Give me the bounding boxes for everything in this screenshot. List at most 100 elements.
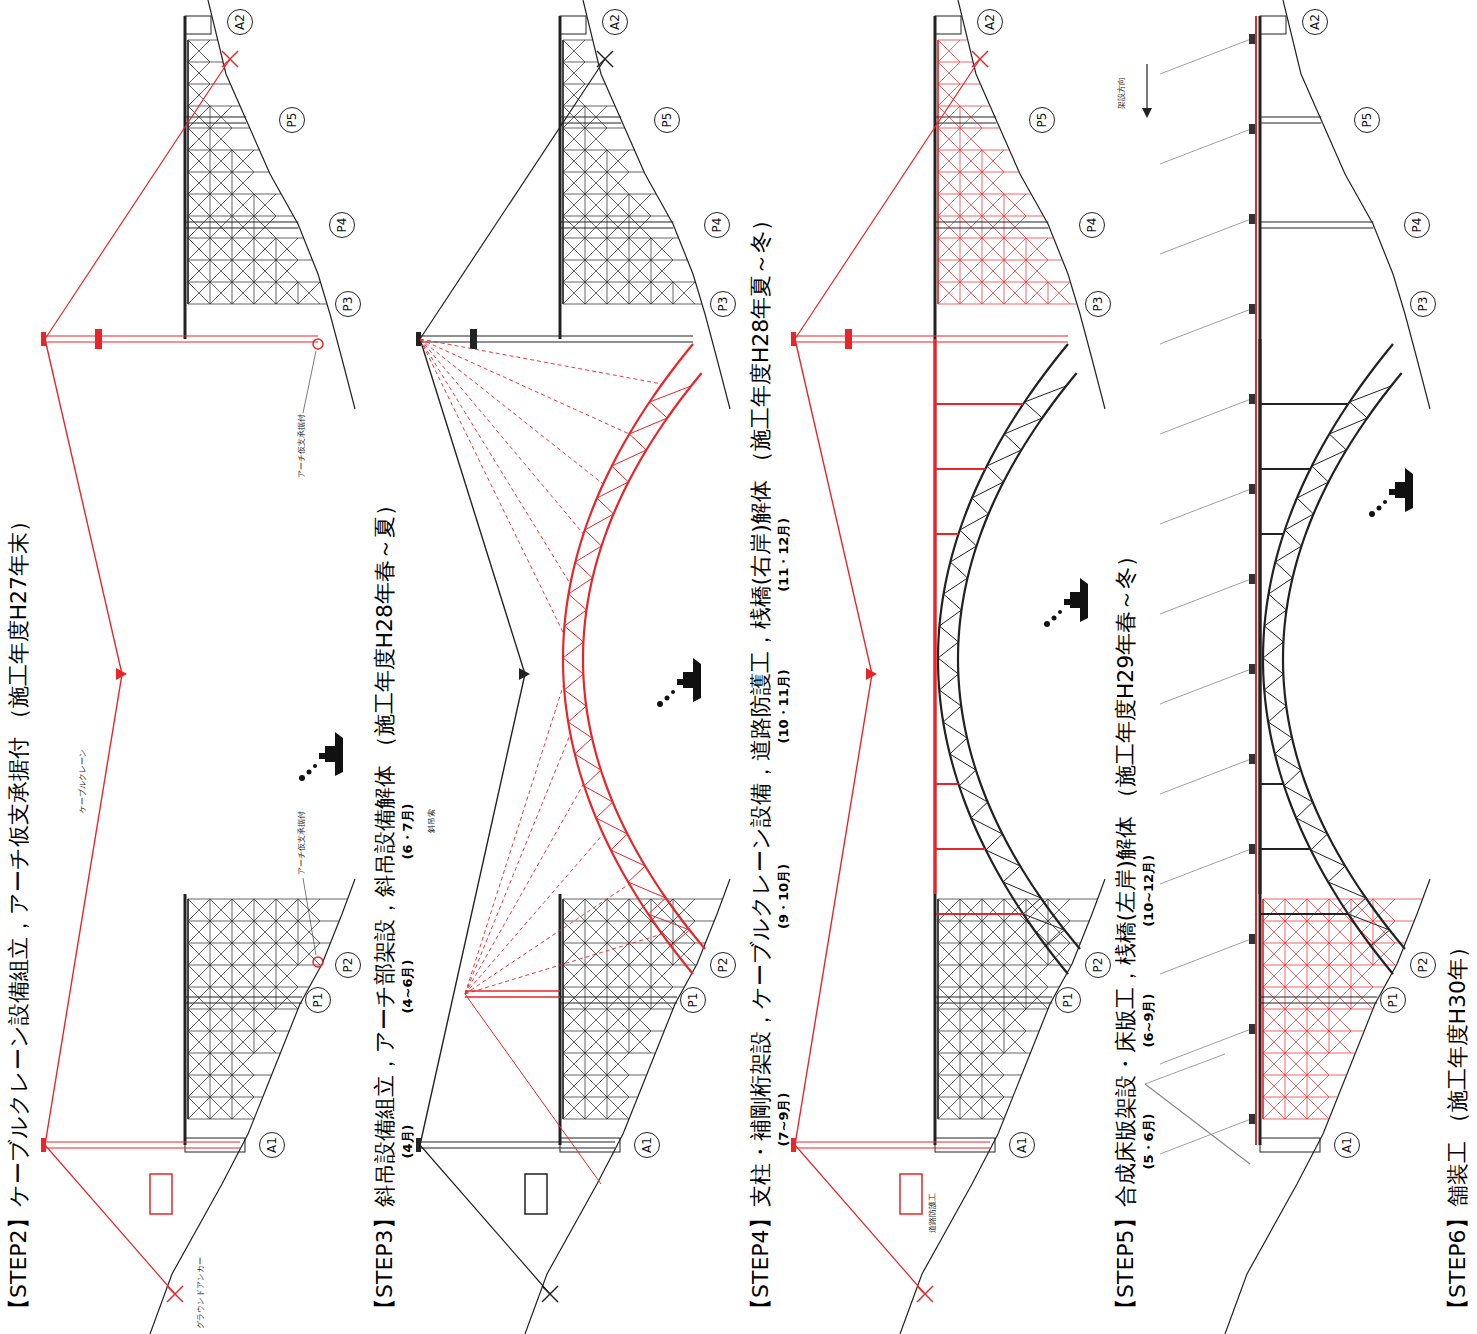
pier-marker: P4 [329, 212, 355, 238]
pier-column [185, 1002, 302, 1003]
pier-column [560, 122, 621, 123]
terrain-right [583, 0, 730, 409]
step-heading: 【STEP3】斜吊設備組立，アーチ部架設，斜吊設備解体 （施工年度H28年春～夏… [372, 494, 398, 1320]
ground-anchor [222, 51, 238, 67]
truck-crane-boom [1145, 1084, 1250, 1164]
pier-label: P5 [1036, 113, 1048, 128]
main-cable [795, 339, 872, 1145]
pier-marker: P2 [1085, 952, 1111, 978]
scaffold-top [937, 40, 939, 304]
ground-anchor [167, 1286, 183, 1302]
scaffold-bent [563, 40, 702, 304]
leader-line [303, 878, 316, 955]
pier-marker: P2 [1410, 952, 1436, 978]
traveller [1249, 934, 1255, 944]
boat-smoke [1044, 621, 1050, 627]
part-label: 道路防護工 [928, 1192, 938, 1234]
oblique-cable [420, 339, 603, 484]
pier-marker: A1 [1009, 1132, 1035, 1158]
spandrel-column [936, 913, 1023, 915]
road-protection [150, 1174, 172, 1214]
cable-crane-tower [45, 341, 318, 342]
back-stay [795, 1145, 925, 1294]
pier-marker: P5 [654, 107, 680, 133]
approach-deck [1259, 16, 1262, 339]
pier-marker: P1 [680, 987, 706, 1013]
pier-column [560, 116, 621, 117]
scaffold-top [187, 40, 189, 304]
schedule-note: (9・10月) [776, 864, 792, 929]
boat-smoke [1377, 506, 1382, 511]
traveller [1249, 484, 1255, 494]
erection-line [1160, 1119, 1251, 1154]
pier-marker: P4 [1079, 212, 1105, 238]
pier-marker: P1 [305, 987, 331, 1013]
step-panel [1142, 0, 1430, 1334]
erection-line [1160, 39, 1251, 74]
traveller [1249, 574, 1255, 584]
ground-anchor [917, 1286, 933, 1302]
pier-column [935, 1002, 1052, 1003]
pier-marker: A1 [1334, 1132, 1360, 1158]
temporary-bearing [313, 957, 323, 967]
scaffold-top [187, 899, 189, 1119]
erection-line [1160, 219, 1251, 254]
pier-label: A1 [641, 1137, 653, 1153]
terrain-left [525, 879, 730, 1334]
spandrel-column [1261, 913, 1348, 915]
pier-label: A1 [266, 1137, 278, 1153]
pier-label: P2 [1092, 958, 1104, 973]
arch-lower-chord [1283, 373, 1405, 949]
pier-marker: A1 [259, 1132, 285, 1158]
spandrel-column [936, 403, 1023, 405]
part-label: ケーブルクレーン [78, 748, 88, 814]
pier-label: P3 [1417, 297, 1429, 312]
spandrel-column [936, 783, 958, 785]
pier-label: P1 [1062, 993, 1074, 1008]
schedule-note: (7~9月) [776, 1093, 792, 1147]
cable-crane-tower [420, 335, 693, 336]
abutment [935, 16, 961, 34]
arrow-head [1142, 108, 1152, 118]
step-panel [416, 0, 730, 1334]
pier-label: P3 [717, 297, 729, 312]
boat-smoke [1369, 511, 1375, 517]
part-label: 架設方向 [1117, 76, 1127, 110]
oblique-cable [420, 339, 570, 584]
truck-crane-rope [1145, 1054, 1225, 1084]
pier-marker: A2 [227, 9, 253, 35]
ground-anchor [597, 51, 613, 67]
ground-anchor [222, 51, 238, 67]
pier-label: P4 [1086, 218, 1098, 233]
boat-smoke [1052, 616, 1057, 621]
traveller [1249, 664, 1255, 674]
oblique-cable [465, 934, 662, 994]
step-heading: 【STEP4】支柱・補剛桁架設，ケーブルクレーン設備，道路防護工，桟橋(右岸)解… [748, 209, 774, 1320]
pier-marker: P5 [279, 107, 305, 133]
abutment [1260, 1138, 1320, 1152]
spandrel-column [1261, 468, 1310, 470]
oblique-cable [465, 784, 583, 994]
approach-deck [934, 16, 937, 339]
boat-smoke [307, 770, 312, 775]
back-stay [45, 1145, 175, 1294]
road-protection [900, 1174, 922, 1214]
traveller [1249, 34, 1255, 44]
scaffold-top [562, 899, 564, 1119]
boat-hull [1405, 468, 1413, 512]
boat-smoke [665, 696, 670, 701]
tower-platform [95, 329, 102, 349]
schedule-note: (5・6月) [1141, 1113, 1157, 1169]
cable-crane-tower [795, 1141, 990, 1142]
pier-marker: P3 [335, 291, 361, 317]
tower-platform [470, 329, 477, 349]
cable-crane-tower [795, 335, 1068, 336]
ground-anchor [972, 51, 988, 67]
pier-marker: A2 [1302, 9, 1328, 35]
pier-column [935, 227, 1048, 228]
temporary-tower [465, 996, 560, 998]
pier-label: P5 [661, 113, 673, 128]
pier-marker: P4 [704, 212, 730, 238]
pier-column [185, 116, 246, 117]
